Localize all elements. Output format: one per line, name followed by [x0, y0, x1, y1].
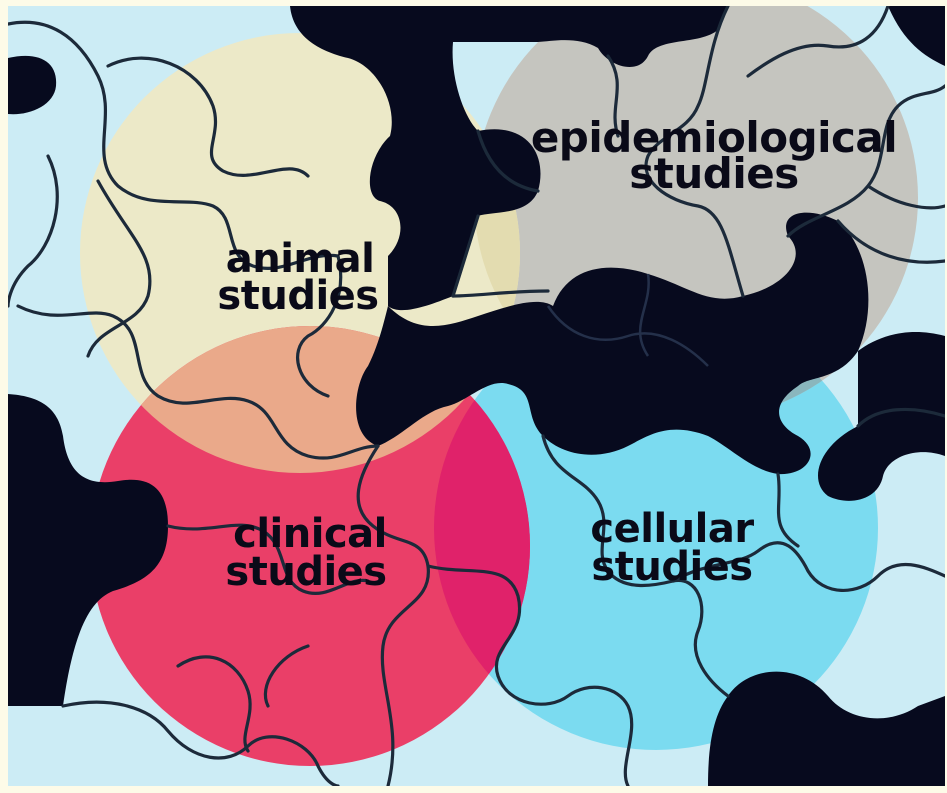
cellular-label-line2: studies	[591, 544, 752, 590]
animal-label-line2: studies	[217, 273, 378, 319]
clinical-label-line2: studies	[225, 549, 386, 595]
epidemiological-label-line2: studies	[629, 149, 798, 198]
puzzle-diagram: animal studies epidemiological studies c…	[8, 6, 945, 786]
puzzle-svg: animal studies epidemiological studies c…	[8, 6, 945, 786]
